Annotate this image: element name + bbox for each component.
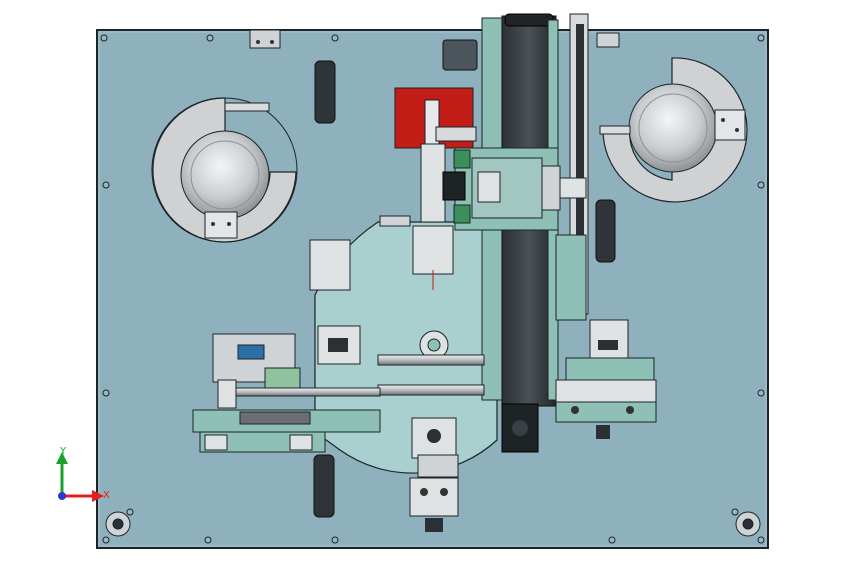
coordinate-triad: Y X	[56, 446, 110, 502]
servo-motor[interactable]	[501, 403, 539, 453]
bottom-center-nest[interactable]	[409, 417, 459, 532]
y-axis-label: Y	[59, 446, 67, 457]
left-bowl-feeder[interactable]	[151, 97, 298, 243]
x-axis-arrowhead	[92, 490, 104, 502]
left-conveyor-assembly[interactable]	[192, 333, 381, 453]
z-axis-dot	[58, 492, 66, 500]
leveling-feet	[105, 511, 761, 537]
horizontal-cylinders[interactable]	[229, 354, 485, 397]
pick-place-head[interactable]	[412, 143, 471, 290]
y-axis-arrowhead	[56, 452, 68, 464]
top-bracket	[249, 29, 620, 49]
gantry-carriage[interactable]	[454, 147, 587, 231]
red-mounting-plate[interactable]	[394, 87, 477, 149]
slot-cutouts	[313, 39, 616, 518]
plate-mounting-holes	[100, 34, 765, 544]
right-lower-assembly[interactable]	[555, 319, 657, 439]
center-fixtures[interactable]	[317, 325, 449, 365]
right-bowl-feeder[interactable]	[599, 57, 748, 203]
x-axis-label: X	[103, 490, 110, 501]
